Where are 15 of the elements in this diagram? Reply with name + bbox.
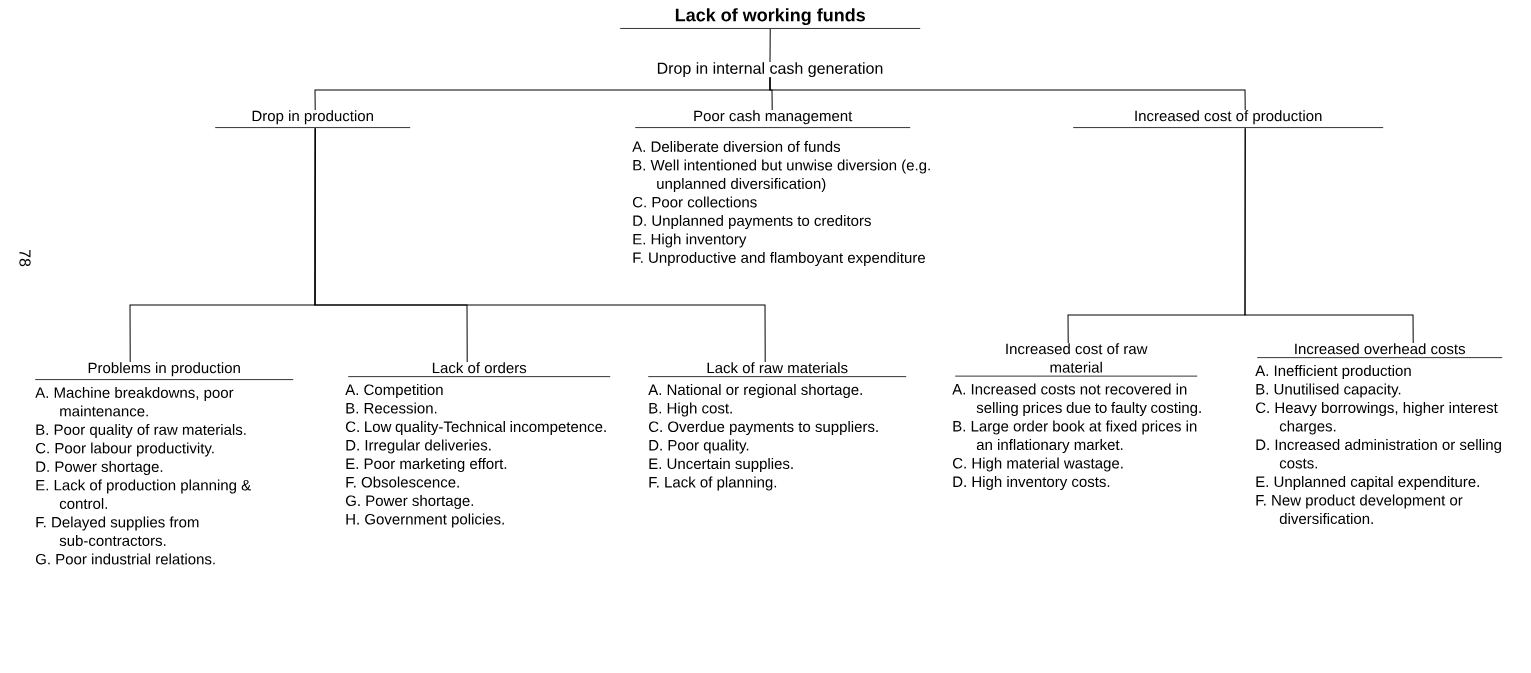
cause-list: Increased cost of raw material A. Increased costs not recovered in selling prices due to faulty costing. B. Large order book at fixed prices in an inflationary market. C. High material wastage. D. High inventory costs. — [952, 343, 1201, 490]
cause-list: Increased overhead costs A. Inefficient production B. Unutilised capacity. C. Heavy borrowings, higher interest charges. D. Increased administration or selling costs. E. Unplanned capital expenditure. F. New product development or diversification. — [1255, 343, 1503, 525]
cause-list: Lack of orders A. Competition B. Recession. C. Low quality-Technical incompetence. D. Irregular deliveries. E. Poor marketing effort. F. Obsolescence. G. Power shortage. H. Government policies. — [345, 362, 611, 528]
cause-list: Lack of raw materials A. National or regional shortage. B. High cost. C. Overdue payments to suppliers. D. Poor quality. E. Uncertain supplies. F. Lack of planning. — [647, 362, 907, 491]
page-number: 78 — [19, 249, 31, 267]
heading-text: Drop in internal cash generation — [657, 62, 883, 78]
connector-line — [769, 28, 771, 63]
connector-line — [769, 76, 1246, 111]
heading-text: Increased cost of production — [1072, 110, 1384, 128]
connector-line — [1244, 127, 1414, 344]
heading-text: Drop in production — [214, 110, 411, 128]
connector-line — [314, 127, 766, 363]
cause-list: Problems in production A. Machine breakdowns, poor maintenance. B. Poor quality of raw materials. C. Poor labour productivity. D. Power shortage. E. Lack of production planning & control. F. Delayed supplies from sub-contractors. G. Poor industrial relations. — [34, 362, 294, 565]
heading-text: Lack of working funds — [619, 8, 921, 29]
cause-list: Poor cash management A. Deliberate diversion of funds B. Well intentioned but unwise diversion (e.g. unplanned diversification) C. Poor collections D. Unplanned payments to creditors E. High inventory F. Unproductive and flamboyant expenditure — [632, 110, 930, 266]
